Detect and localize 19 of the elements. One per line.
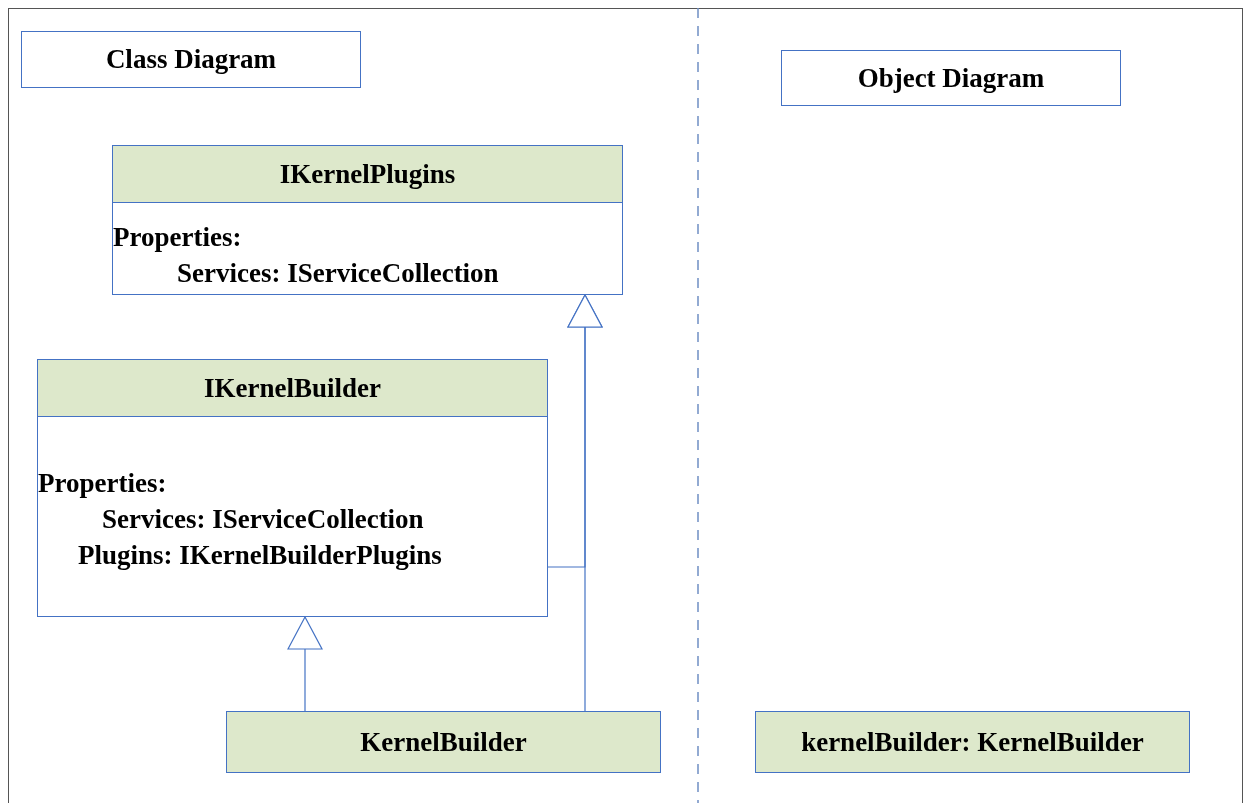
- box-label: kernelBuilder: KernelBuilder: [801, 726, 1144, 758]
- class-name: IKernelPlugins: [279, 158, 456, 190]
- class-box: [37, 359, 548, 617]
- section-label: Properties:: [38, 467, 167, 500]
- box-label: KernelBuilder: [360, 726, 527, 758]
- inheritance-arrow: [547, 294, 603, 568]
- title-box: [781, 50, 1121, 106]
- property-text: Services: IServiceCollection: [177, 257, 499, 290]
- class-name: IKernelBuilder: [204, 372, 381, 404]
- property-text: Plugins: IKernelBuilderPlugins: [78, 539, 442, 572]
- section-label: Properties:: [113, 221, 242, 254]
- inheritance-arrow: [287, 616, 323, 712]
- object-box: [226, 711, 661, 773]
- class-box: [112, 145, 623, 295]
- property-text: Services: IServiceCollection: [102, 503, 424, 536]
- object-box: [755, 711, 1190, 773]
- box-label: Class Diagram: [105, 44, 277, 75]
- box-label: Object Diagram: [857, 62, 1045, 94]
- title-box: [21, 31, 361, 88]
